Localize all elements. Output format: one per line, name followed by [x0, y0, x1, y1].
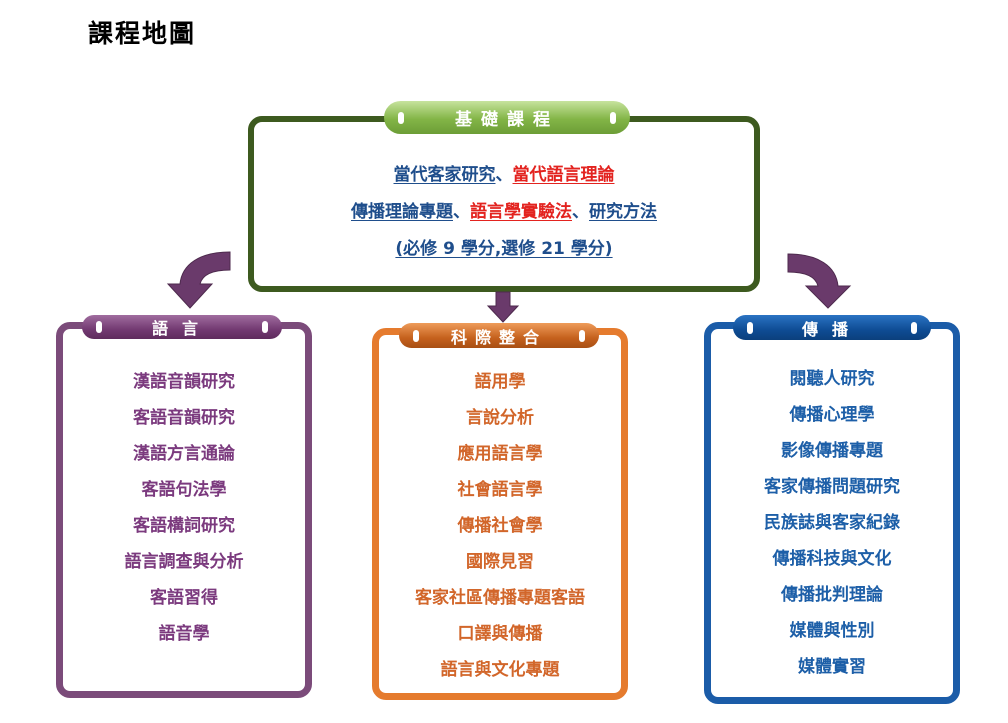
basic-courses-header: 基礎課程 [384, 101, 630, 134]
interdisciplinary-header: 科際整合 [399, 323, 599, 348]
list-item: 傳播科技與文化 [772, 549, 892, 569]
pill-dot-icon [398, 111, 404, 124]
language-header-label: 語言 [151, 319, 212, 338]
basic-courses-header-label: 基礎課程 [455, 110, 559, 130]
credit-requirements: (必修 9 學分,選修 21 學分) [395, 239, 613, 259]
arrow-to-language-icon [166, 251, 231, 309]
list-item: 客家社區傳播專題客語 [415, 588, 585, 608]
language-header: 語言 [82, 315, 282, 339]
pill-dot-icon [413, 329, 419, 342]
list-item: 客語句法學 [141, 480, 227, 500]
interdisciplinary-box [372, 328, 628, 700]
list-item: 漢語音韻研究 [133, 372, 235, 392]
list-item: 影像傳播專題 [781, 441, 883, 461]
page-title: 課程地圖 [88, 19, 197, 48]
pill-dot-icon [96, 321, 102, 333]
basic-line-1: 當代客家研究、當代語言理論 [254, 160, 754, 185]
list-item: 漢語方言通論 [133, 444, 235, 464]
basic-line-3: (必修 9 學分,選修 21 學分) [254, 234, 754, 259]
list-item: 語言與文化專題 [440, 660, 560, 680]
list-item: 媒體與性別 [789, 621, 875, 641]
list-item: 客家傳播問題研究 [764, 477, 900, 497]
list-item: 國際見習 [466, 552, 534, 572]
pill-dot-icon [911, 321, 917, 334]
pill-dot-icon [747, 321, 753, 334]
basic-courses-box: 當代客家研究、當代語言理論 傳播理論專題、語言學實驗法、研究方法 (必修 9 學… [248, 116, 760, 292]
separator: 、 [495, 165, 513, 185]
communication-header: 傳播 [733, 315, 931, 340]
arrow-to-interdisciplinary-icon [486, 291, 520, 323]
list-item: 客語音韻研究 [133, 408, 235, 428]
pill-dot-icon [579, 329, 585, 342]
list-item: 應用語言學 [457, 444, 543, 464]
separator: 、 [572, 202, 589, 222]
list-item: 語用學 [474, 372, 526, 392]
basic-line-2: 傳播理論專題、語言學實驗法、研究方法 [254, 197, 754, 222]
pill-dot-icon [610, 111, 616, 124]
list-item: 傳播批判理論 [781, 585, 883, 605]
list-item: 客語構詞研究 [133, 516, 235, 536]
course-contemporary-linguistic-theory: 當代語言理論 [512, 165, 615, 185]
pill-dot-icon [262, 321, 268, 333]
list-item: 語言調查與分析 [124, 552, 244, 572]
separator: 、 [453, 202, 470, 222]
course-contemporary-hakka-studies: 當代客家研究 [393, 165, 496, 185]
list-item: 語音學 [158, 624, 210, 644]
list-item: 傳播社會學 [457, 516, 543, 536]
communication-box [704, 322, 960, 704]
list-item: 客語習得 [150, 588, 218, 608]
arrow-to-communication-icon [787, 253, 852, 309]
list-item: 言說分析 [466, 408, 534, 428]
communication-header-label: 傳播 [801, 319, 862, 339]
course-communication-theory: 傳播理論專題 [351, 202, 453, 222]
course-linguistic-experimental-methods: 語言學實驗法 [470, 202, 572, 222]
list-item: 口譯與傳播 [457, 624, 543, 644]
course-research-methods: 研究方法 [589, 202, 657, 222]
list-item: 社會語言學 [457, 480, 543, 500]
list-item: 傳播心理學 [789, 405, 875, 425]
list-item: 媒體實習 [798, 657, 866, 677]
list-item: 民族誌與客家紀錄 [764, 513, 900, 533]
interdisciplinary-header-label: 科際整合 [450, 327, 547, 347]
list-item: 閱聽人研究 [789, 369, 875, 389]
